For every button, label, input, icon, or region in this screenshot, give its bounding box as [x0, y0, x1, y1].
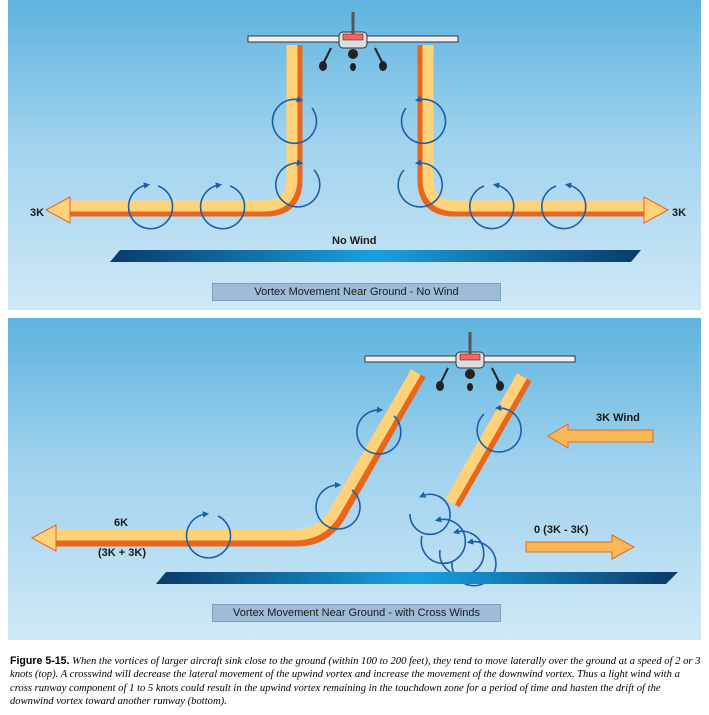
vortex-circle-icon: [400, 96, 447, 145]
vortex-circle-icon: [476, 404, 522, 453]
panel-no-wind: 3K 3K No Wind Vortex Movement Near Groun…: [8, 0, 701, 310]
panel-cross-wind: 6K (3K + 3K) 3K Wind 0 (3K - 3K) Vortex …: [8, 318, 701, 640]
no-wind-diagram: [44, 12, 670, 262]
cross-wind-label: 3K Wind: [596, 412, 640, 424]
vortex-circle-icon: [540, 182, 587, 230]
panel-caption: Vortex Movement Near Ground - with Cross…: [212, 604, 501, 622]
vortex-circle-icon: [275, 159, 321, 208]
upwind-speed-label: 6K: [114, 517, 129, 529]
left-speed-label: 3K: [30, 207, 45, 219]
vortex-circle-icon: [409, 491, 451, 536]
downwind-vortex-trail: [445, 373, 532, 508]
vortex-circle-icon: [315, 481, 361, 530]
vortex-circles: [127, 96, 587, 230]
airplane-icon: [364, 332, 576, 391]
vortex-circle-icon: [185, 511, 232, 559]
right-vortex-trail: [417, 45, 670, 224]
figure-text: When the vortices of larger aircraft sin…: [10, 656, 701, 707]
downwind-formula-label: 0 (3K - 3K): [534, 524, 589, 536]
cross-wind-diagram: [30, 332, 678, 587]
vortex-circle-icon: [468, 182, 515, 230]
upwind-vortex-trail: [30, 369, 426, 552]
ground-bar: [156, 572, 678, 584]
left-vortex-trail: [44, 45, 303, 224]
ground-bar: [110, 250, 641, 262]
vortex-circle-icon: [271, 96, 318, 145]
right-speed-label: 3K: [672, 207, 687, 219]
airplane-icon: [247, 12, 459, 71]
upwind-formula-label: (3K + 3K): [98, 547, 146, 559]
vortex-circle-icon: [397, 159, 443, 208]
figure-label: Figure 5-15.: [10, 655, 70, 667]
vortex-circle-icon: [127, 182, 174, 230]
panel-caption: Vortex Movement Near Ground - No Wind: [212, 283, 501, 301]
vortex-circle-icon: [356, 406, 402, 455]
vortex-circle-icon: [438, 528, 485, 577]
arrow-left-icon: [547, 423, 654, 449]
figure-caption: Figure 5-15. When the vortices of larger…: [10, 655, 702, 708]
vortex-circle-icon: [420, 516, 467, 565]
arrow-right-icon: [525, 534, 636, 560]
vortex-circle-icon: [199, 182, 246, 230]
wind-label: No Wind: [332, 235, 377, 247]
